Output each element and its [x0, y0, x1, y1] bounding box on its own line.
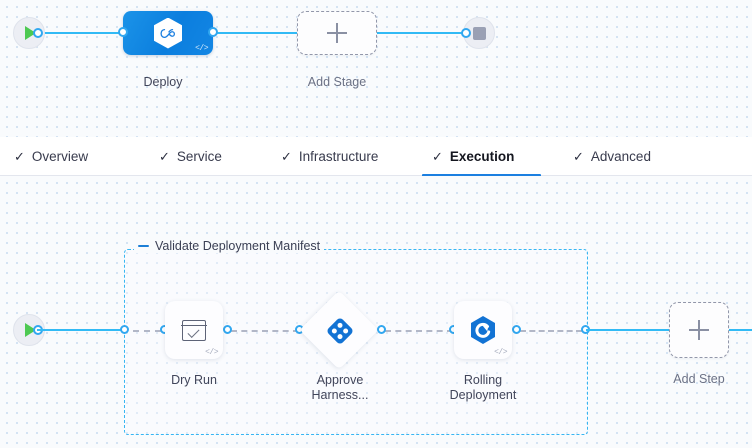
connector-group-to-addstep	[586, 329, 670, 331]
tab-infrastructure[interactable]: ✓ Infrastructure	[281, 137, 378, 176]
add-step-button[interactable]	[669, 302, 729, 358]
connector-group-to-dryrun	[133, 330, 161, 332]
stage-code-badge[interactable]: </>	[195, 44, 208, 53]
step-label-dry-run: Dry Run	[171, 373, 217, 387]
harness-approval-diamond-icon	[327, 318, 353, 344]
check-icon: ✓	[14, 149, 25, 164]
step-label-approve-harness: Approve Harness...	[280, 373, 400, 403]
add-step-label: Add Step	[673, 372, 725, 386]
step-group-title-label: Validate Deployment Manifest	[155, 239, 321, 253]
step-label-line2: Harness...	[311, 388, 369, 402]
port-end-in[interactable]	[461, 28, 471, 38]
stage-graph-canvas[interactable]: </> Deploy Add Stage	[0, 0, 752, 137]
stage-connector-deploy-to-addstage	[212, 32, 300, 34]
add-stage-label: Add Stage	[307, 75, 367, 89]
step-label-line1: Approve	[316, 373, 364, 387]
stage-connector-addstage-to-end	[375, 32, 470, 34]
step-node-dry-run[interactable]: </>	[165, 301, 223, 359]
step-label-rolling-deployment: Rolling Deployment	[423, 373, 543, 403]
plus-icon	[327, 23, 347, 43]
add-stage-button[interactable]	[297, 11, 377, 55]
connector-start-to-group	[37, 329, 125, 331]
plus-icon	[689, 320, 709, 340]
check-icon: ✓	[573, 149, 584, 164]
step-label-line2: Deployment	[449, 388, 517, 402]
connector-rolling-to-groupend	[520, 330, 582, 332]
step-code-badge[interactable]: </>	[494, 348, 507, 357]
pipeline-start-node[interactable]	[13, 17, 45, 49]
port-dryrun-out[interactable]	[223, 325, 232, 334]
collapse-dash-icon[interactable]	[138, 244, 149, 248]
tab-overview[interactable]: ✓ Overview	[14, 137, 88, 176]
stage-config-tabbar: ✓ Overview ✓ Service ✓ Infrastructure ✓ …	[0, 137, 752, 177]
port-rolling-out[interactable]	[512, 325, 521, 334]
check-icon: ✓	[159, 149, 170, 164]
stop-square-icon	[472, 26, 486, 40]
step-label-line1: Rolling	[463, 373, 503, 387]
tab-label: Infrastructure	[298, 149, 379, 164]
port-approve-out[interactable]	[377, 325, 386, 334]
tab-label: Overview	[31, 149, 89, 164]
tab-label: Advanced	[590, 149, 651, 164]
port-deploy-out[interactable]	[208, 27, 218, 37]
step-group-header[interactable]: Validate Deployment Manifest	[134, 239, 325, 253]
rolling-deployment-hexagon-icon	[469, 315, 497, 345]
stage-node-deploy[interactable]: </>	[123, 11, 213, 55]
check-icon: ✓	[281, 149, 292, 164]
tab-label: Execution	[449, 149, 515, 164]
tab-label: Service	[176, 149, 222, 164]
port-group-in[interactable]	[120, 325, 129, 334]
port-start-out[interactable]	[33, 28, 43, 38]
connector-approve-to-rolling	[385, 330, 453, 332]
port-deploy-in[interactable]	[118, 27, 128, 37]
execution-graph-canvas[interactable]: Validate Deployment Manifest </>	[0, 176, 752, 448]
tab-advanced[interactable]: ✓ Advanced	[573, 137, 651, 176]
play-triangle-icon	[25, 323, 36, 337]
harness-infinity-hexagon-icon	[154, 17, 182, 49]
stage-label-deploy: Deploy	[143, 75, 183, 89]
tab-execution[interactable]: ✓ Execution	[422, 137, 541, 177]
step-node-rolling-deployment[interactable]: </>	[454, 301, 512, 359]
check-icon: ✓	[432, 149, 443, 164]
connector-addstep-to-next	[729, 329, 752, 331]
tab-service[interactable]: ✓ Service	[159, 137, 222, 176]
step-code-badge[interactable]: </>	[205, 348, 218, 357]
play-triangle-icon	[25, 26, 36, 40]
window-check-icon	[181, 319, 207, 341]
connector-dryrun-to-approve	[231, 330, 299, 332]
stage-connector-start-to-deploy	[37, 32, 160, 34]
